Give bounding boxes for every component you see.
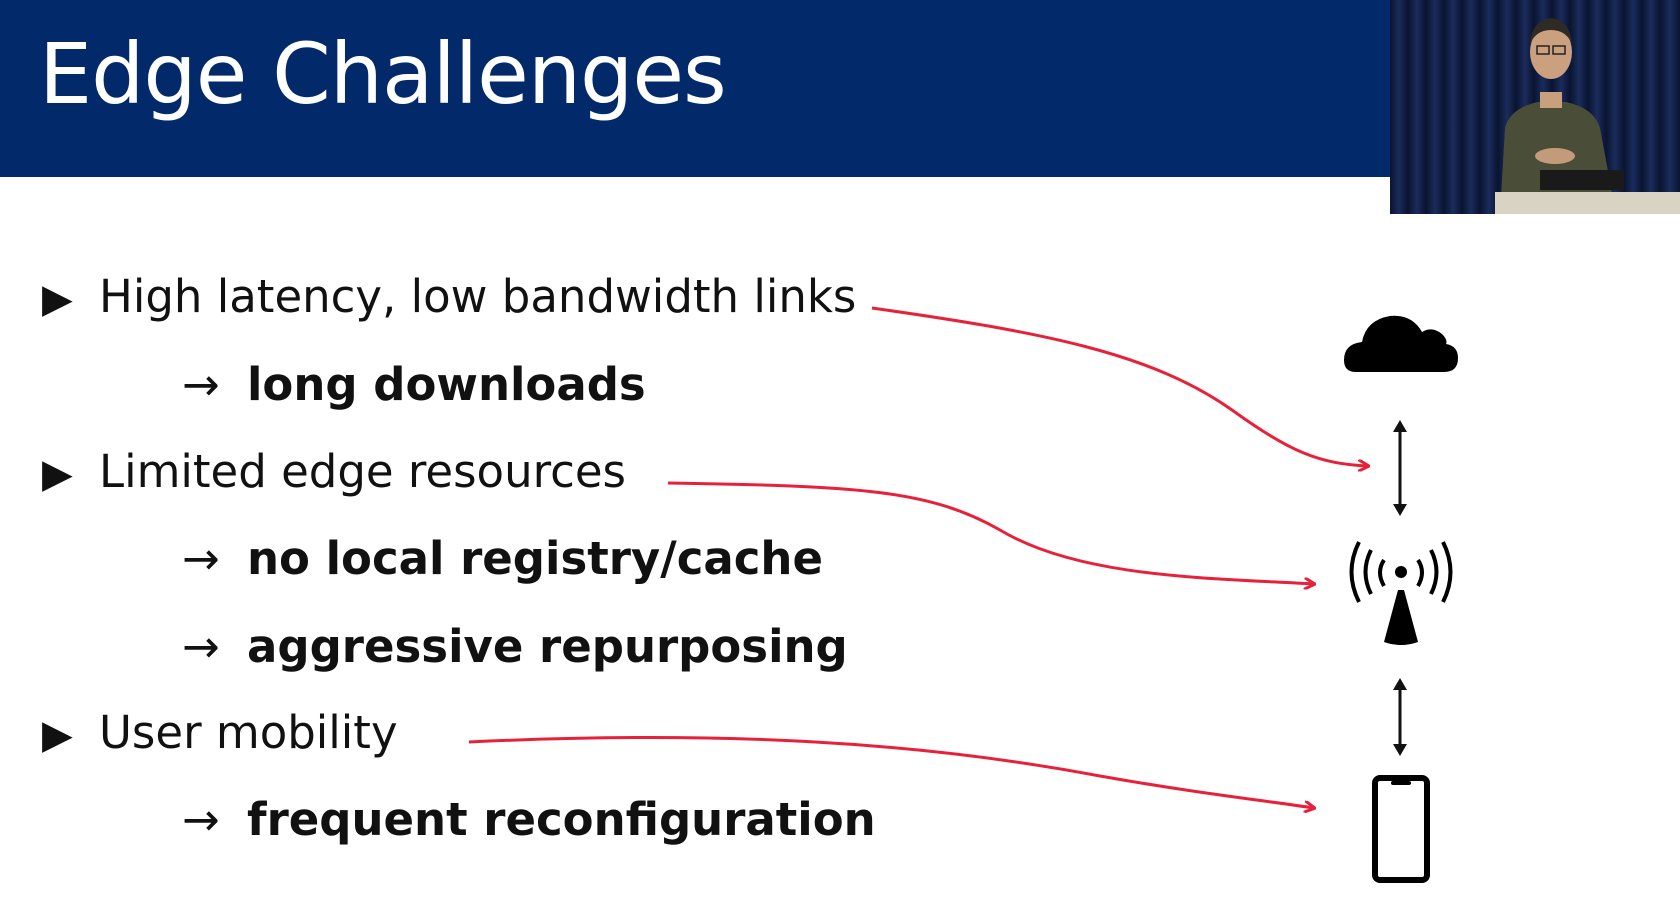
bullet-high-latency: ▶ High latency, low bandwidth links (42, 269, 856, 327)
triangle-bullet-icon: ▶ (42, 276, 73, 322)
bullet-limited-resources: ▶ Limited edge resources (42, 444, 626, 502)
bullet-text: Limited edge resources (99, 445, 626, 498)
speaker-video-image (1390, 0, 1680, 214)
downlink-arrow (1393, 678, 1407, 756)
smartphone-icon (1372, 775, 1430, 883)
slide-title: Edge Challenges (39, 25, 727, 123)
subbullet-text: long downloads (247, 358, 646, 411)
subbullet-text: no local registry/cache (247, 532, 823, 585)
subbullet-text: frequent reconfiguration (247, 793, 876, 846)
wireless-tower-icon (1349, 541, 1453, 645)
subbullet-no-local-registry: → no local registry/cache (182, 531, 823, 587)
bullet-user-mobility: ▶ User mobility (42, 705, 398, 763)
connector-latency-to-link (871, 306, 1368, 466)
subbullet-long-downloads: → long downloads (182, 357, 646, 413)
subbullet-text: aggressive repurposing (247, 620, 848, 673)
bullet-text: User mobility (99, 706, 398, 759)
triangle-bullet-icon: ▶ (42, 451, 73, 497)
speaker-video-inset (1390, 0, 1680, 214)
right-arrow-icon: → (182, 532, 220, 585)
right-arrow-icon: → (182, 358, 220, 411)
subbullet-frequent-reconfiguration: → frequent reconfiguration (182, 792, 876, 848)
uplink-arrow (1393, 420, 1407, 516)
triangle-bullet-icon: ▶ (42, 712, 73, 758)
right-arrow-icon: → (182, 793, 220, 846)
subbullet-aggressive-repurposing: → aggressive repurposing (182, 619, 848, 675)
right-arrow-icon: → (182, 620, 220, 673)
bullet-text: High latency, low bandwidth links (99, 270, 857, 323)
cloud-icon (1344, 315, 1458, 372)
